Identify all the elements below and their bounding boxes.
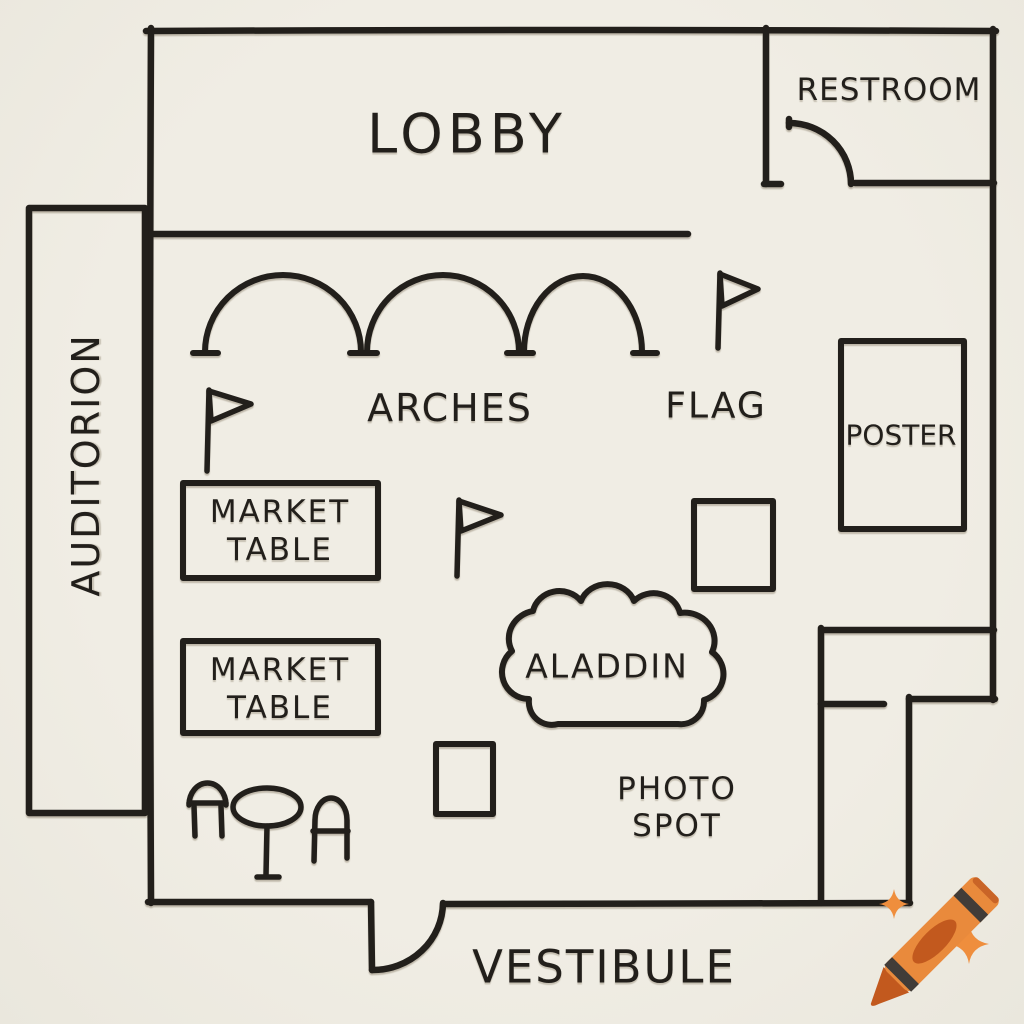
market-table-2-line2: TABLE	[227, 690, 333, 726]
flags	[204, 270, 761, 579]
sparkle-icon	[949, 924, 989, 964]
table-pedestal	[263, 823, 270, 878]
crayon-decoration	[870, 877, 999, 1006]
pedestal-square-1	[691, 498, 776, 592]
vestibule-door-arc	[368, 899, 447, 974]
auditorium-label: AUDITORION	[64, 333, 108, 597]
market-table-2-label: MARKET TABLE	[210, 651, 350, 727]
arches-label: ARCHES	[367, 386, 533, 430]
pennant-flag-icon-left	[204, 387, 254, 474]
crayon-label-oval	[912, 919, 957, 964]
crayon-stripe-front	[884, 957, 919, 992]
poster-box	[838, 338, 967, 532]
market-table-2-line1: MARKET	[209, 652, 351, 688]
arch-2	[364, 272, 522, 355]
vestibule-label: VESTIBULE	[472, 940, 736, 994]
chair-back	[311, 795, 350, 864]
chair-icon-left	[186, 780, 229, 839]
market-table-1-label: MARKET TABLE	[210, 493, 350, 569]
sparkle-icon	[879, 889, 909, 919]
arch-1	[202, 272, 364, 355]
restroom-door-arc	[785, 119, 855, 188]
photo-spot-line1: PHOTO	[617, 771, 737, 807]
cafe-table-and-chairs	[186, 780, 351, 880]
poster-label: POSTER	[845, 418, 957, 452]
chair-legs	[191, 803, 225, 839]
market-table-1-line1: MARKET	[209, 494, 351, 530]
wall-top	[142, 26, 1000, 35]
fixtures	[180, 272, 967, 817]
photo-spot-line2: SPOT	[632, 808, 722, 844]
market-table-2-box	[180, 638, 381, 736]
aladdin-cloud-outline	[498, 581, 727, 728]
table-top	[230, 785, 304, 829]
market-table-1-box	[180, 480, 381, 581]
auditorium-room-outline	[25, 204, 149, 817]
flag-pennant	[456, 498, 504, 534]
crayon-icon	[870, 877, 999, 1006]
aladdin-label: ALADDIN	[525, 646, 689, 686]
pedestal-square-2	[433, 741, 496, 817]
market-table-1-line2: TABLE	[227, 532, 333, 568]
walls	[25, 24, 1000, 974]
crayon-tip	[870, 966, 910, 1006]
flag-label: FLAG	[665, 385, 767, 427]
chair-back	[186, 780, 229, 808]
arch-3	[521, 273, 645, 355]
chair-icon-right	[310, 795, 351, 864]
crayon-stripe-back	[953, 887, 989, 923]
pennant-flag-icon-middle	[454, 497, 504, 579]
wall-bottom-right	[440, 899, 914, 908]
wall-left	[146, 24, 155, 907]
table-icon	[230, 785, 304, 880]
flag-pennant	[206, 388, 254, 424]
lobby-label: LOBBY	[367, 102, 567, 166]
restroom-label: RESTROOM	[796, 72, 982, 108]
photo-spot-label: PHOTO SPOT	[617, 771, 737, 845]
crayon-end-edge	[972, 877, 999, 904]
flag-pennant	[717, 271, 761, 309]
pennant-flag-icon-upper	[715, 270, 761, 351]
vestibule-door-leaf	[367, 898, 376, 974]
